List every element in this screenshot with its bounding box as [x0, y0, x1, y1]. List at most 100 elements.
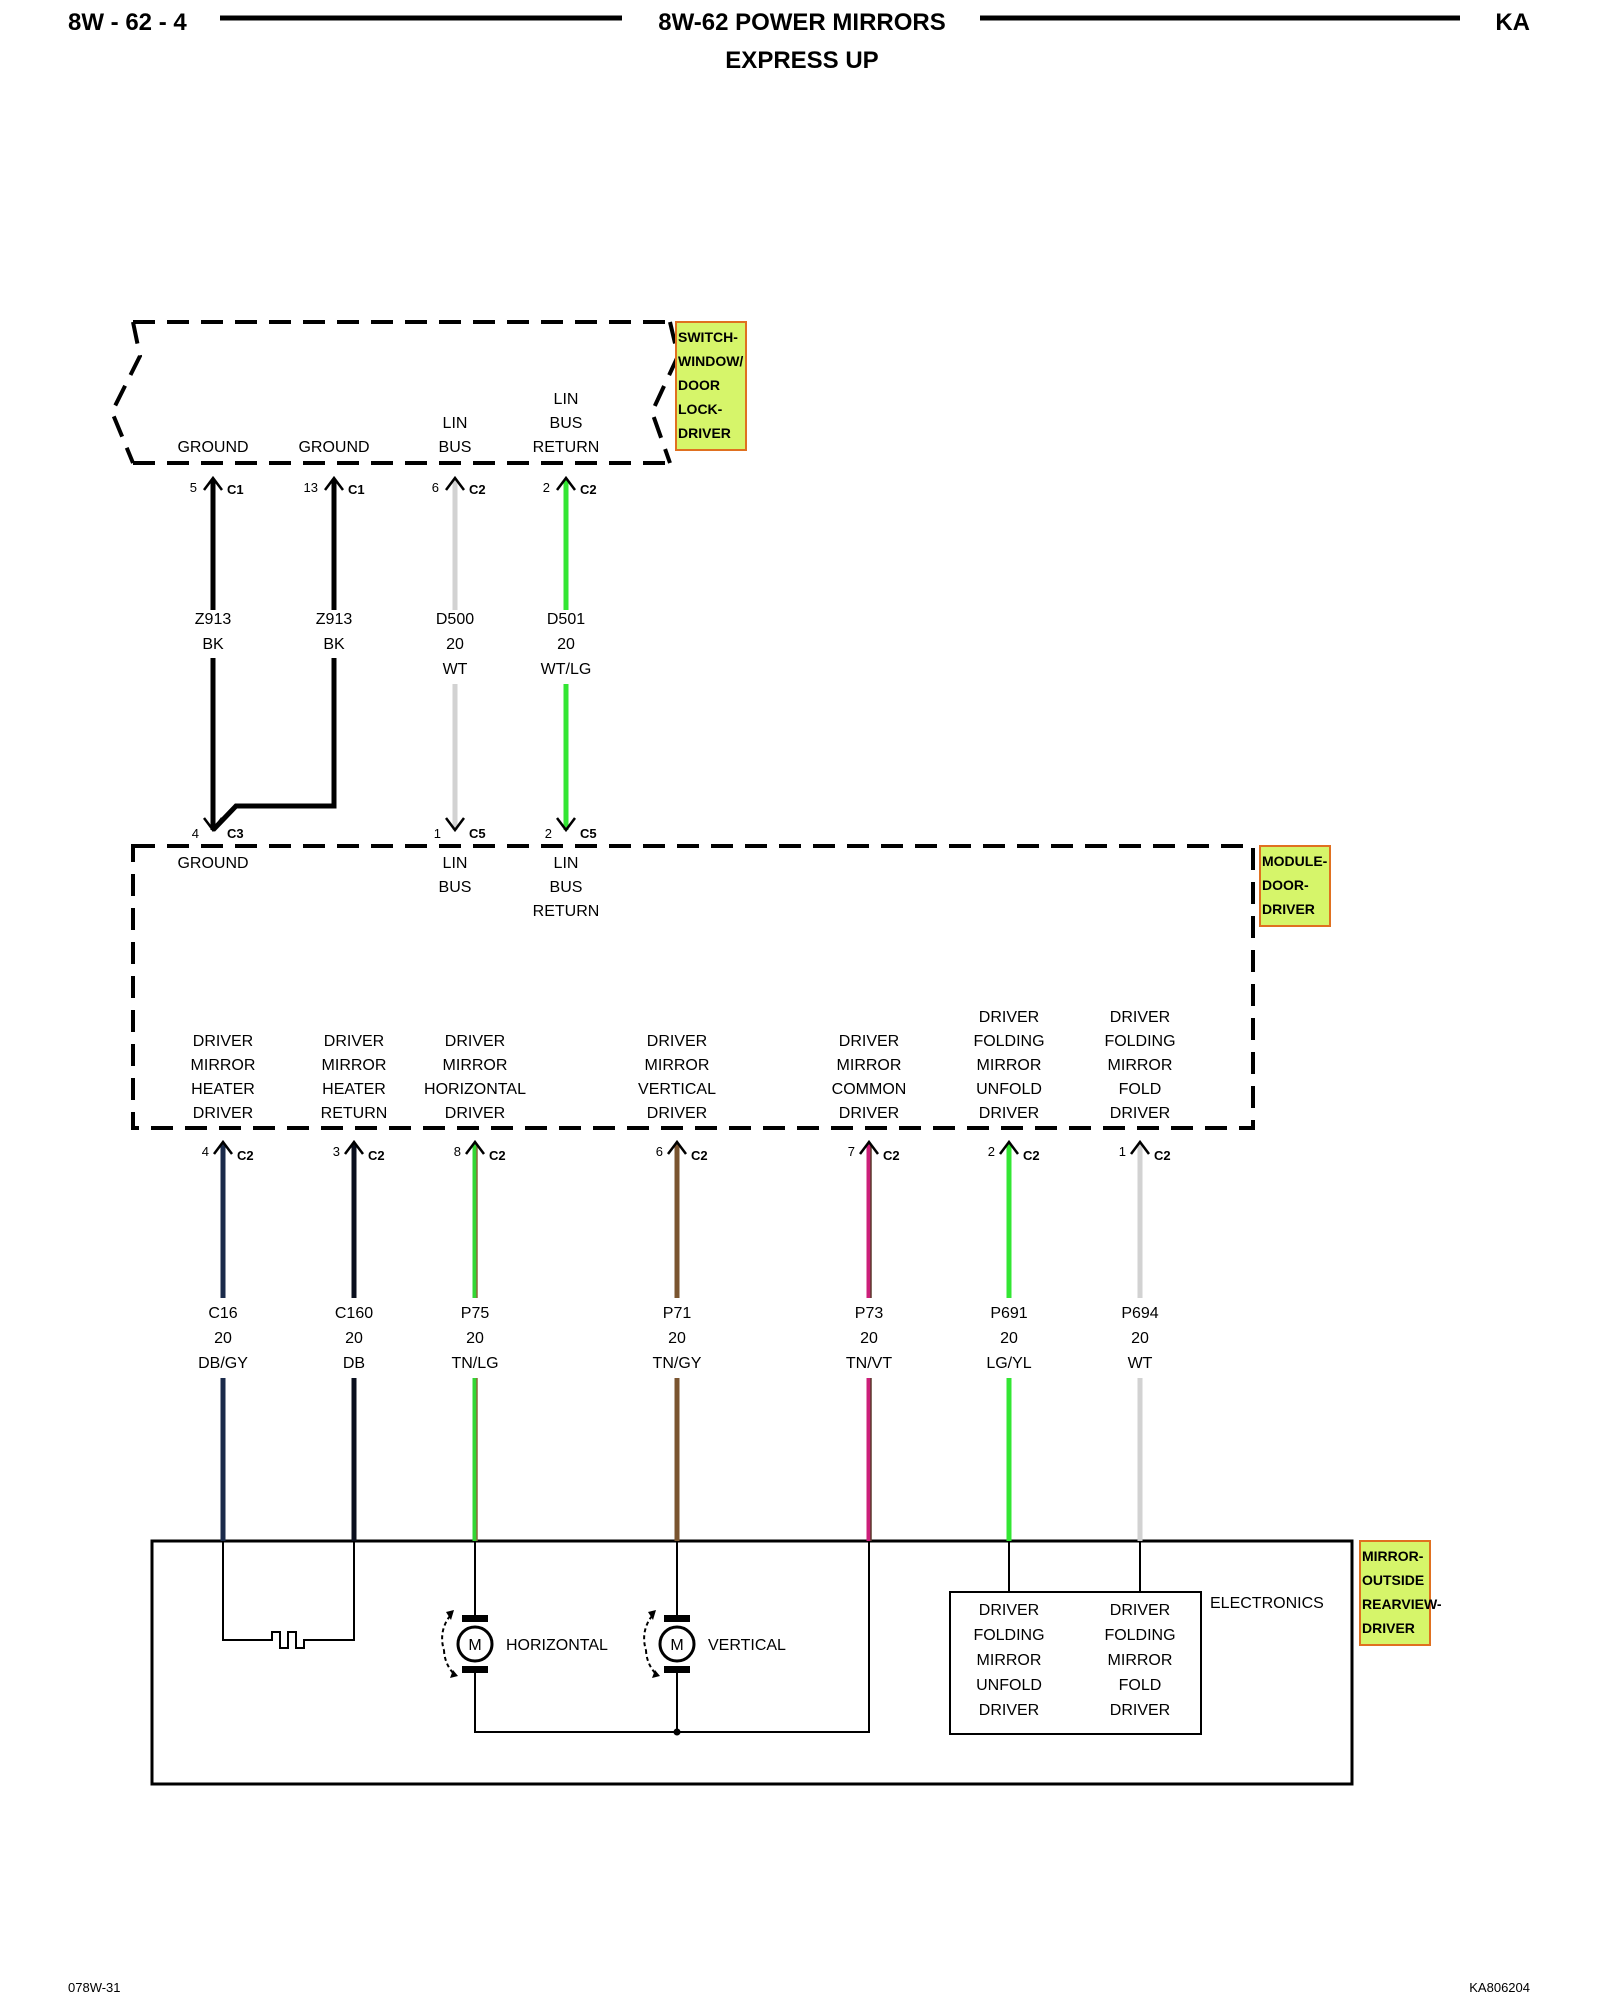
module-pin-label-line: COMMON: [832, 1081, 907, 1098]
module-connector: C2: [1023, 1148, 1040, 1163]
module-pin-label-line: RETURN: [321, 1105, 388, 1122]
page-header: 8W - 62 - 4 8W-62 POWER MIRRORS EXPRESS …: [68, 9, 1530, 74]
switch-window-door-lock-driver-tag-line: SWITCH-: [678, 329, 738, 345]
vertical-motor-icon: M: [643, 1610, 696, 1678]
switch-pin-label-line: LIN: [443, 415, 468, 432]
connector-terminal: [556, 475, 576, 491]
switch-window-door-lock-driver-tag-line: DRIVER: [678, 425, 731, 441]
circuit-id: P71: [663, 1305, 692, 1322]
module-pin-label-line: DRIVER: [445, 1033, 505, 1050]
module-pin-label-line: RETURN: [533, 903, 600, 920]
wire-color-code: DB: [343, 1355, 365, 1372]
module-pin-label-line: DRIVER: [1110, 1105, 1170, 1122]
module-connector: C2: [368, 1148, 385, 1163]
wire-gauge: 20: [860, 1330, 878, 1347]
wire-gauge: 20: [1000, 1330, 1018, 1347]
module-pin-label-line: MIRROR: [191, 1057, 256, 1074]
connector-terminal: [1130, 1139, 1150, 1155]
connector-terminal: [324, 475, 344, 491]
module-connector: C5: [580, 826, 597, 841]
switch-window-door-lock-outline: [109, 320, 681, 465]
electronics-pin-label-line: DRIVER: [1110, 1702, 1170, 1719]
module-connector: C2: [1154, 1148, 1171, 1163]
circuit-id: D501: [547, 611, 585, 628]
module-pin-label-line: LIN: [443, 855, 468, 872]
module-pin-label-line: MIRROR: [977, 1057, 1042, 1074]
wire-color-code: TN/VT: [846, 1355, 892, 1372]
circuit-id: P694: [1121, 1305, 1158, 1322]
module-connector: C3: [227, 826, 244, 841]
switch-pin-label-line: BUS: [550, 415, 583, 432]
module-pin-label-line: DRIVER: [193, 1033, 253, 1050]
switch-window-door-lock-driver-tag-line: WINDOW/: [678, 353, 743, 369]
electronics-box: [949, 1591, 1202, 1735]
connector-terminal: [344, 1139, 364, 1155]
switch-pin-label-line: GROUND: [298, 439, 369, 456]
connector-terminal: [203, 817, 223, 833]
electronics-pin-label-line: UNFOLD: [976, 1677, 1042, 1694]
switch-cavity: 13: [304, 480, 318, 495]
module-cavity: 8: [454, 1144, 461, 1159]
module-pin-label-line: HEATER: [322, 1081, 386, 1098]
connector-terminal: [859, 1139, 879, 1155]
module-cavity: 1: [1119, 1144, 1126, 1159]
mirror-outside-rearview-driver-tag-line: MIRROR-: [1362, 1548, 1424, 1564]
module-pin-label-line: DRIVER: [445, 1105, 505, 1122]
module-pin-label-line: HORIZONTAL: [424, 1081, 526, 1098]
module-connector: C2: [883, 1148, 900, 1163]
switch-pin-label-line: BUS: [439, 439, 472, 456]
module-pin-label-line: MIRROR: [645, 1057, 710, 1074]
module-pin-label-line: DRIVER: [839, 1033, 899, 1050]
switch-connector: C1: [348, 482, 365, 497]
module-pin-label-line: VERTICAL: [638, 1081, 716, 1098]
horizontal-motor-label: HORIZONTAL: [506, 1637, 608, 1654]
electronics-pin-label-line: FOLDING: [1104, 1627, 1175, 1644]
circuit-id: P691: [990, 1305, 1027, 1322]
wire-color-code: TN/LG: [451, 1355, 498, 1372]
module-pin-label-line: HEATER: [191, 1081, 255, 1098]
module-pin-label-line: MIRROR: [837, 1057, 902, 1074]
vertical-motor-label: VERTICAL: [708, 1637, 786, 1654]
splice-dot: [673, 1728, 681, 1736]
module-pin-label-line: DRIVER: [839, 1105, 899, 1122]
wire-color-code: TN/GY: [653, 1355, 702, 1372]
module-door-driver-tag: MODULE- DOOR- DRIVER: [1259, 845, 1331, 927]
wire-gauge: 20: [668, 1330, 686, 1347]
page-number: 8W - 62 - 4: [68, 9, 187, 36]
module-pin-label-line: MIRROR: [322, 1057, 387, 1074]
switch-cavity: 6: [432, 480, 439, 495]
switch-window-door-lock-driver-tag-line: LOCK-: [678, 401, 723, 417]
switch-cavity: 2: [543, 480, 550, 495]
switch-pin-label-line: GROUND: [177, 439, 248, 456]
circuit-id: Z913: [195, 611, 232, 628]
connector-terminal: [445, 475, 465, 491]
footer-right-code: KA806204: [1469, 1980, 1530, 1995]
connector-terminal: [999, 1139, 1019, 1155]
horizontal-motor-letter: M: [468, 1637, 481, 1654]
electronics-pin-label-line: MIRROR: [1108, 1652, 1173, 1669]
module-connector: C2: [237, 1148, 254, 1163]
module-pin-label-line: BUS: [550, 879, 583, 896]
module-pin-label-line: DRIVER: [647, 1105, 707, 1122]
page-subtitle: EXPRESS UP: [725, 47, 878, 74]
wire-gauge: 20: [214, 1330, 232, 1347]
module-connector: C2: [489, 1148, 506, 1163]
switch-connector: C2: [580, 482, 597, 497]
module-connector: C5: [469, 826, 486, 841]
module-door-driver-tag-line: DOOR-: [1262, 877, 1309, 893]
connector-terminal: [203, 475, 223, 491]
switch-cavity: 5: [190, 480, 197, 495]
electronics-pin-label-line: DRIVER: [979, 1602, 1039, 1619]
module-door-driver-tag-line: DRIVER: [1262, 901, 1315, 917]
electronics-pin-label-line: DRIVER: [979, 1702, 1039, 1719]
module-pin-label-line: MIRROR: [1108, 1057, 1173, 1074]
vertical-motor-letter: M: [670, 1637, 683, 1654]
module-door-driver-tag-line: MODULE-: [1262, 853, 1328, 869]
connector-terminal: [465, 1139, 485, 1155]
module-pin-label-line: DRIVER: [193, 1105, 253, 1122]
connector-terminal: [556, 817, 576, 833]
electronics-pin-label-line: FOLDING: [973, 1627, 1044, 1644]
circuit-id: P75: [461, 1305, 490, 1322]
